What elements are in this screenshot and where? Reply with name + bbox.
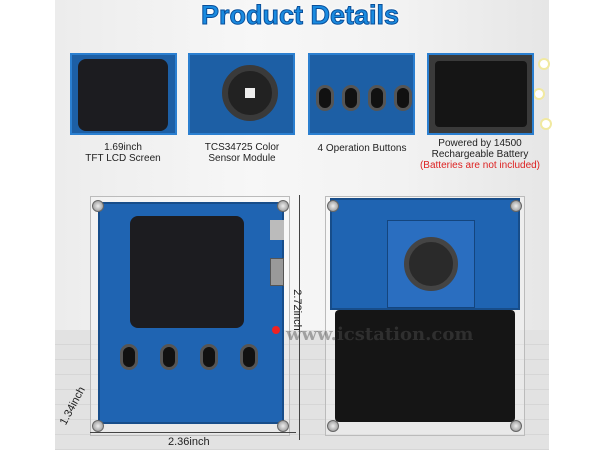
front-pcb xyxy=(98,202,284,424)
battery-note: (Batteries are not included) xyxy=(419,160,541,171)
sensor-lens xyxy=(404,237,458,291)
push-button xyxy=(160,344,178,370)
caption-line: Powered by 14500 xyxy=(438,138,522,149)
caption-buttons: 4 Operation Buttons xyxy=(297,143,427,154)
push-button xyxy=(316,85,334,111)
caption-lcd: 1.69inch TFT LCD Screen xyxy=(58,142,188,164)
screw-icon xyxy=(277,420,289,432)
screw-icon xyxy=(327,420,339,432)
caption-line: TFT LCD Screen xyxy=(85,153,161,164)
power-switch xyxy=(270,258,284,286)
screw-icon xyxy=(92,200,104,212)
screw-icon xyxy=(510,420,522,432)
screw-icon xyxy=(92,420,104,432)
sensor-led xyxy=(245,88,255,98)
flower-decoration xyxy=(535,90,543,98)
sensor-module xyxy=(387,220,475,308)
watermark-url: www.icstation.com xyxy=(286,324,474,345)
caption-sensor: TCS34725 Color Sensor Module xyxy=(177,142,307,164)
thumb-color-sensor xyxy=(188,53,295,135)
push-button xyxy=(342,85,360,111)
height-dimension-line xyxy=(299,195,300,440)
page-title: Product Details xyxy=(200,0,400,31)
sensor-lens-image xyxy=(222,65,278,121)
flower-decoration xyxy=(542,120,550,128)
screw-icon xyxy=(327,200,339,212)
screw-icon xyxy=(277,200,289,212)
battery-holder-image xyxy=(435,61,527,127)
front-lcd xyxy=(130,216,244,328)
caption-line: TCS34725 Color xyxy=(204,142,280,153)
push-button xyxy=(394,85,412,111)
battery-holder xyxy=(335,310,515,422)
push-button xyxy=(240,344,258,370)
led-indicator xyxy=(272,326,280,334)
thumb-battery-holder xyxy=(427,53,534,135)
caption-line: 4 Operation Buttons xyxy=(317,143,407,154)
height-label: 2.72inch xyxy=(290,289,303,331)
caption-battery: Powered by 14500 Rechargeable Battery (B… xyxy=(410,138,550,171)
caption-line: Sensor Module xyxy=(208,153,276,164)
width-label: 2.36inch xyxy=(168,436,210,448)
push-button xyxy=(120,344,138,370)
push-button xyxy=(200,344,218,370)
push-button xyxy=(368,85,386,111)
back-pcb xyxy=(330,198,520,310)
caption-line: Rechargeable Battery xyxy=(431,149,529,160)
usb-port xyxy=(270,220,284,240)
thumb-buttons xyxy=(308,53,415,135)
width-dimension-line xyxy=(90,432,296,433)
lcd-screen-image xyxy=(78,59,168,131)
thumb-lcd-screen xyxy=(70,53,177,135)
flower-decoration xyxy=(540,60,548,68)
screw-icon xyxy=(510,200,522,212)
caption-line: 1.69inch xyxy=(104,142,142,153)
